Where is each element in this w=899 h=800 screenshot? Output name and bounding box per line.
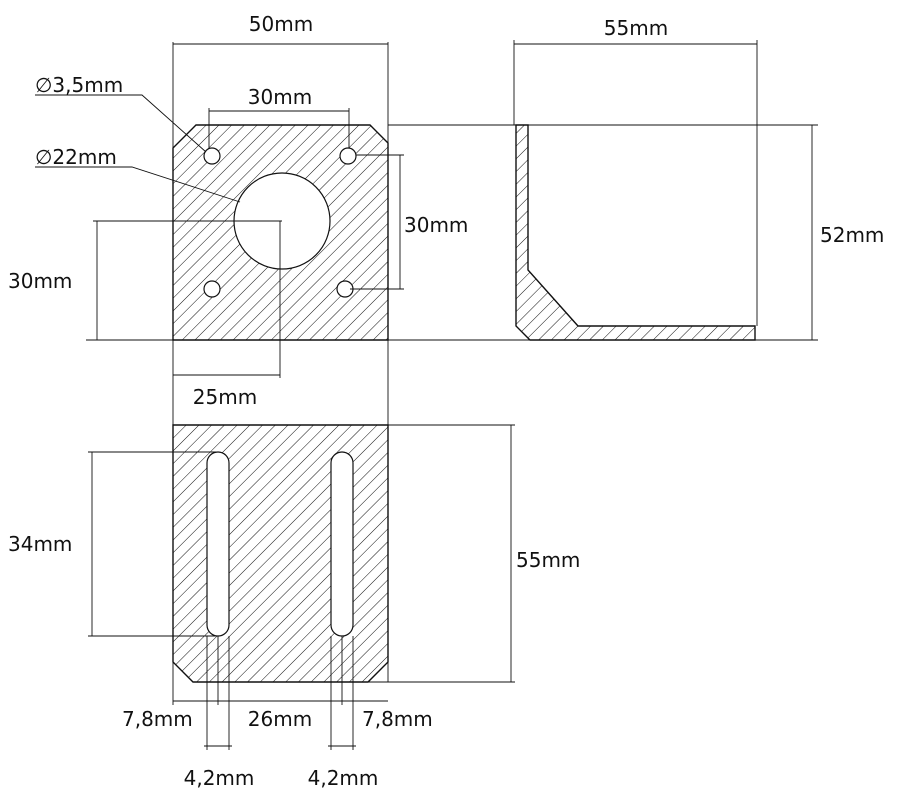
label-slot-width-right: 4,2mm (308, 766, 379, 790)
base-plate-outline (172, 424, 389, 683)
mount-hole-bottom-left (203, 280, 221, 298)
mount-hole-top-right (339, 147, 357, 165)
label-right-margin: 7,8mm (362, 707, 433, 731)
side-profile-outline (515, 124, 756, 341)
side-profile-view (515, 124, 756, 341)
label-hole-spacing-vertical: 30mm (404, 213, 468, 237)
label-left-height: 30mm (8, 269, 72, 293)
label-top-width: 50mm (249, 12, 313, 36)
label-hole-spacing-horizontal: 30mm (248, 85, 312, 109)
label-base-length: 55mm (516, 548, 580, 572)
label-side-height: 52mm (820, 223, 884, 247)
base-plate-view (172, 424, 389, 683)
label-center-hole-diameter: ∅22mm (35, 145, 117, 169)
label-slot-spacing: 26mm (248, 707, 312, 731)
label-center-offset: 25mm (193, 385, 257, 409)
slot-right (330, 451, 354, 637)
label-left-margin: 7,8mm (122, 707, 193, 731)
label-side-width: 55mm (604, 16, 668, 40)
dimension-labels: 50mm 30mm ∅3,5mm ∅22mm 30mm 30mm 25mm 55… (8, 12, 884, 790)
dimension-lines (35, 40, 818, 750)
label-slot-length: 34mm (8, 532, 72, 556)
label-small-hole-diameter: ∅3,5mm (35, 73, 123, 97)
slot-left (206, 451, 230, 637)
label-slot-width-left: 4,2mm (184, 766, 255, 790)
mount-hole-top-left (203, 147, 221, 165)
top-plate-view (172, 124, 389, 341)
